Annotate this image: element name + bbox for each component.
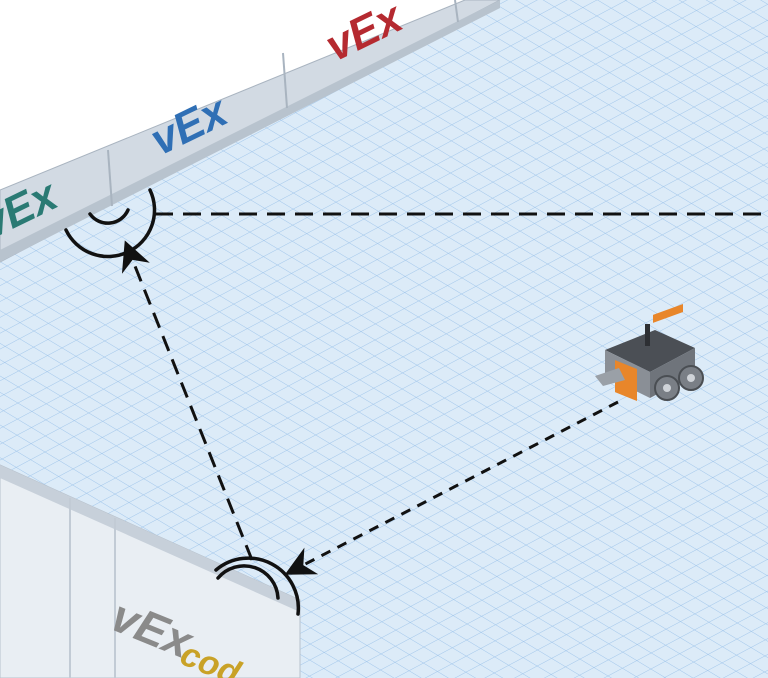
front-corner-signal-icon: [214, 556, 301, 616]
back-wall: [0, 0, 501, 263]
arrow-robot-to-front-corner: [284, 400, 619, 575]
robot: [595, 303, 704, 401]
front-wall: [0, 464, 301, 678]
arrow-to-back-corner: [121, 240, 254, 561]
